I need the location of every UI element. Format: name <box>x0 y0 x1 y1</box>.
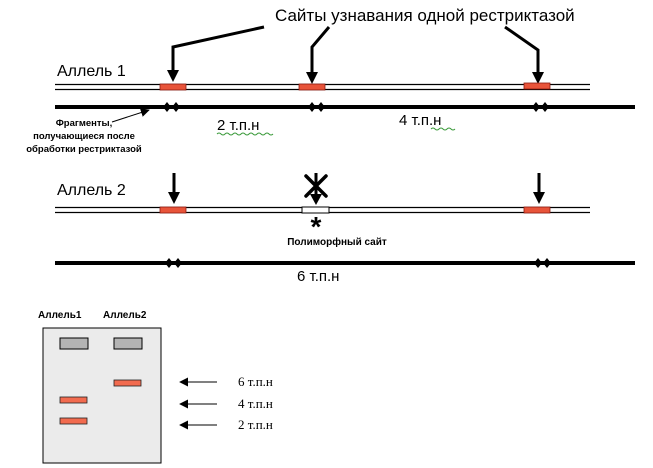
gel-band-2kb <box>59 417 88 425</box>
callout-arrow-1 <box>171 25 265 74</box>
callout-arrowheads <box>167 70 544 84</box>
cut-mark <box>172 102 180 112</box>
cut-mark <box>317 102 325 112</box>
size-marker-4kb: 4 т.п.н <box>238 396 273 411</box>
fragment-note-line-3: обработки рестриктазой <box>26 144 142 155</box>
callout-arrow-3 <box>504 25 540 76</box>
allele2-sites <box>159 206 551 214</box>
allele2-arrows <box>168 173 545 205</box>
gel-band-undigested <box>113 337 143 350</box>
allele1-fragment-4kb: 4 т.п.н <box>399 112 441 129</box>
cut-mark <box>534 258 542 268</box>
allele2-cut-marks <box>165 258 551 268</box>
restriction-site <box>523 82 551 90</box>
cut-mark <box>532 102 540 112</box>
size-marker-6kb: 6 т.п.н <box>238 374 273 389</box>
allele2-label: Аллель 2 <box>57 182 126 199</box>
cut-mark <box>163 102 171 112</box>
arrowhead-1 <box>167 70 179 82</box>
spell-underline <box>430 127 456 131</box>
fragment-note-line-2: получающиеся после <box>33 131 135 142</box>
fragment-note-arrow <box>111 108 150 123</box>
cut-mark <box>543 258 551 268</box>
callout-arrow-2 <box>310 26 331 76</box>
fragment-note: Фрагменты, получающиеся после обработки … <box>26 118 142 155</box>
gel-slab <box>42 327 162 464</box>
gel-band-6kb <box>113 379 142 387</box>
spell-underline <box>216 132 274 136</box>
arrowhead <box>168 192 180 204</box>
polymorphic-site-label: Полиморфный сайт <box>287 236 387 248</box>
size-marker-2kb: 2 т.п.н <box>238 417 273 432</box>
gel-lane-label-2: Аллель2 <box>103 310 147 321</box>
polymorphic-asterisk: * <box>311 211 322 242</box>
gel-size-markers: 6 т.п.н 4 т.п.н 2 т.п.н <box>179 374 273 432</box>
allele1-cut-marks <box>163 102 549 112</box>
polymorphic-site <box>301 206 330 214</box>
gel: Аллель1 Аллель2 <box>38 310 162 464</box>
arrowhead <box>310 194 322 205</box>
restriction-site <box>159 83 187 91</box>
title-callouts <box>171 25 540 76</box>
blocked-site-cross-icon <box>304 174 328 198</box>
cut-mark <box>308 102 316 112</box>
allele1-sites <box>159 82 551 91</box>
allele1-fragment-2kb: 2 т.п.н <box>217 117 259 134</box>
restriction-site <box>523 206 551 214</box>
restriction-site <box>159 206 187 214</box>
cut-mark <box>165 258 173 268</box>
restriction-site <box>298 83 326 91</box>
allele2-fragment-6kb: 6 т.п.н <box>297 268 339 285</box>
diagram-title: Сайты узнавания одной рестриктазой <box>275 6 575 25</box>
arrowhead-3 <box>532 72 544 84</box>
gel-band-4kb <box>59 396 88 404</box>
arrowhead-2 <box>306 72 318 84</box>
cut-mark <box>541 102 549 112</box>
gel-lane-label-1: Аллель1 <box>38 310 82 321</box>
arrowhead <box>533 192 545 204</box>
cut-mark <box>174 258 182 268</box>
gel-band-undigested <box>59 337 89 350</box>
allele1-label: Аллель 1 <box>57 63 126 80</box>
fragment-note-line-1: Фрагменты, <box>56 118 113 129</box>
